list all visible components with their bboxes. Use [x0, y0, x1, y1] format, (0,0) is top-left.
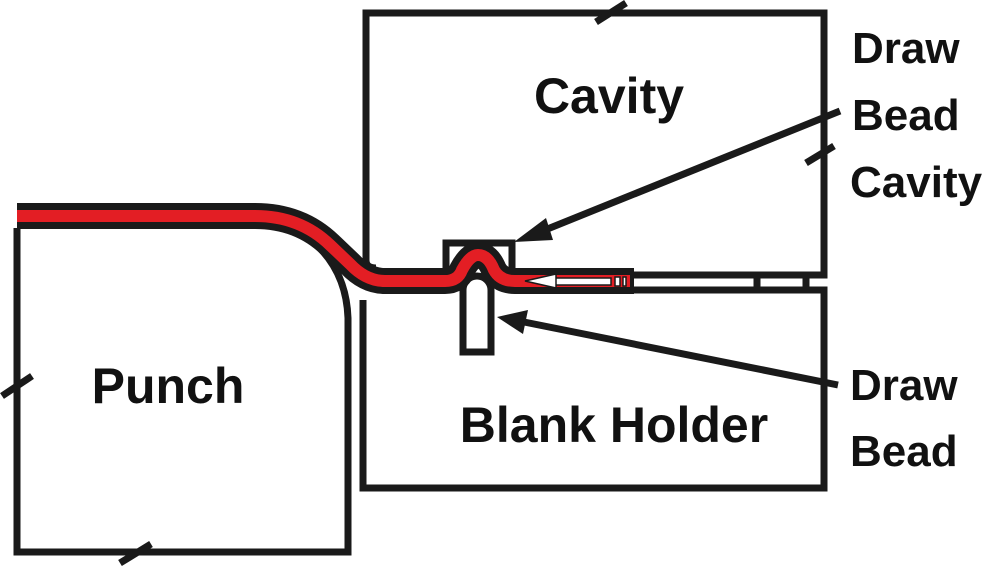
draw-bead-cavity-label-line: Bead — [852, 91, 960, 140]
break-mark — [118, 541, 153, 566]
draw-bead-label: Draw Bead — [850, 361, 958, 476]
break-mark — [594, 0, 628, 25]
draw-bead-label-line: Draw — [850, 361, 958, 410]
draw-bead-label-line: Bead — [850, 427, 958, 476]
draw-bead-leader-arrow — [497, 310, 839, 389]
blank-holder-block: Blank Holder — [359, 286, 828, 492]
break-mark — [0, 373, 34, 399]
cavity-label: Cavity — [534, 68, 684, 124]
draw-bead-cavity-label: Draw Bead Cavity — [850, 24, 983, 207]
break-mark — [804, 143, 836, 166]
punch-block: Punch — [0, 228, 352, 566]
blank-holder-label: Blank Holder — [460, 397, 768, 453]
punch-label: Punch — [92, 358, 245, 414]
draw-bead — [459, 272, 495, 356]
draw-bead-cavity-leader-arrow — [514, 107, 842, 242]
sheet-metal-blank — [17, 203, 634, 294]
draw-bead-cavity-label-line: Draw — [852, 24, 960, 73]
draw-bead-cavity-label-line: Cavity — [850, 158, 983, 207]
material-flow-arrow-icon — [524, 273, 627, 289]
